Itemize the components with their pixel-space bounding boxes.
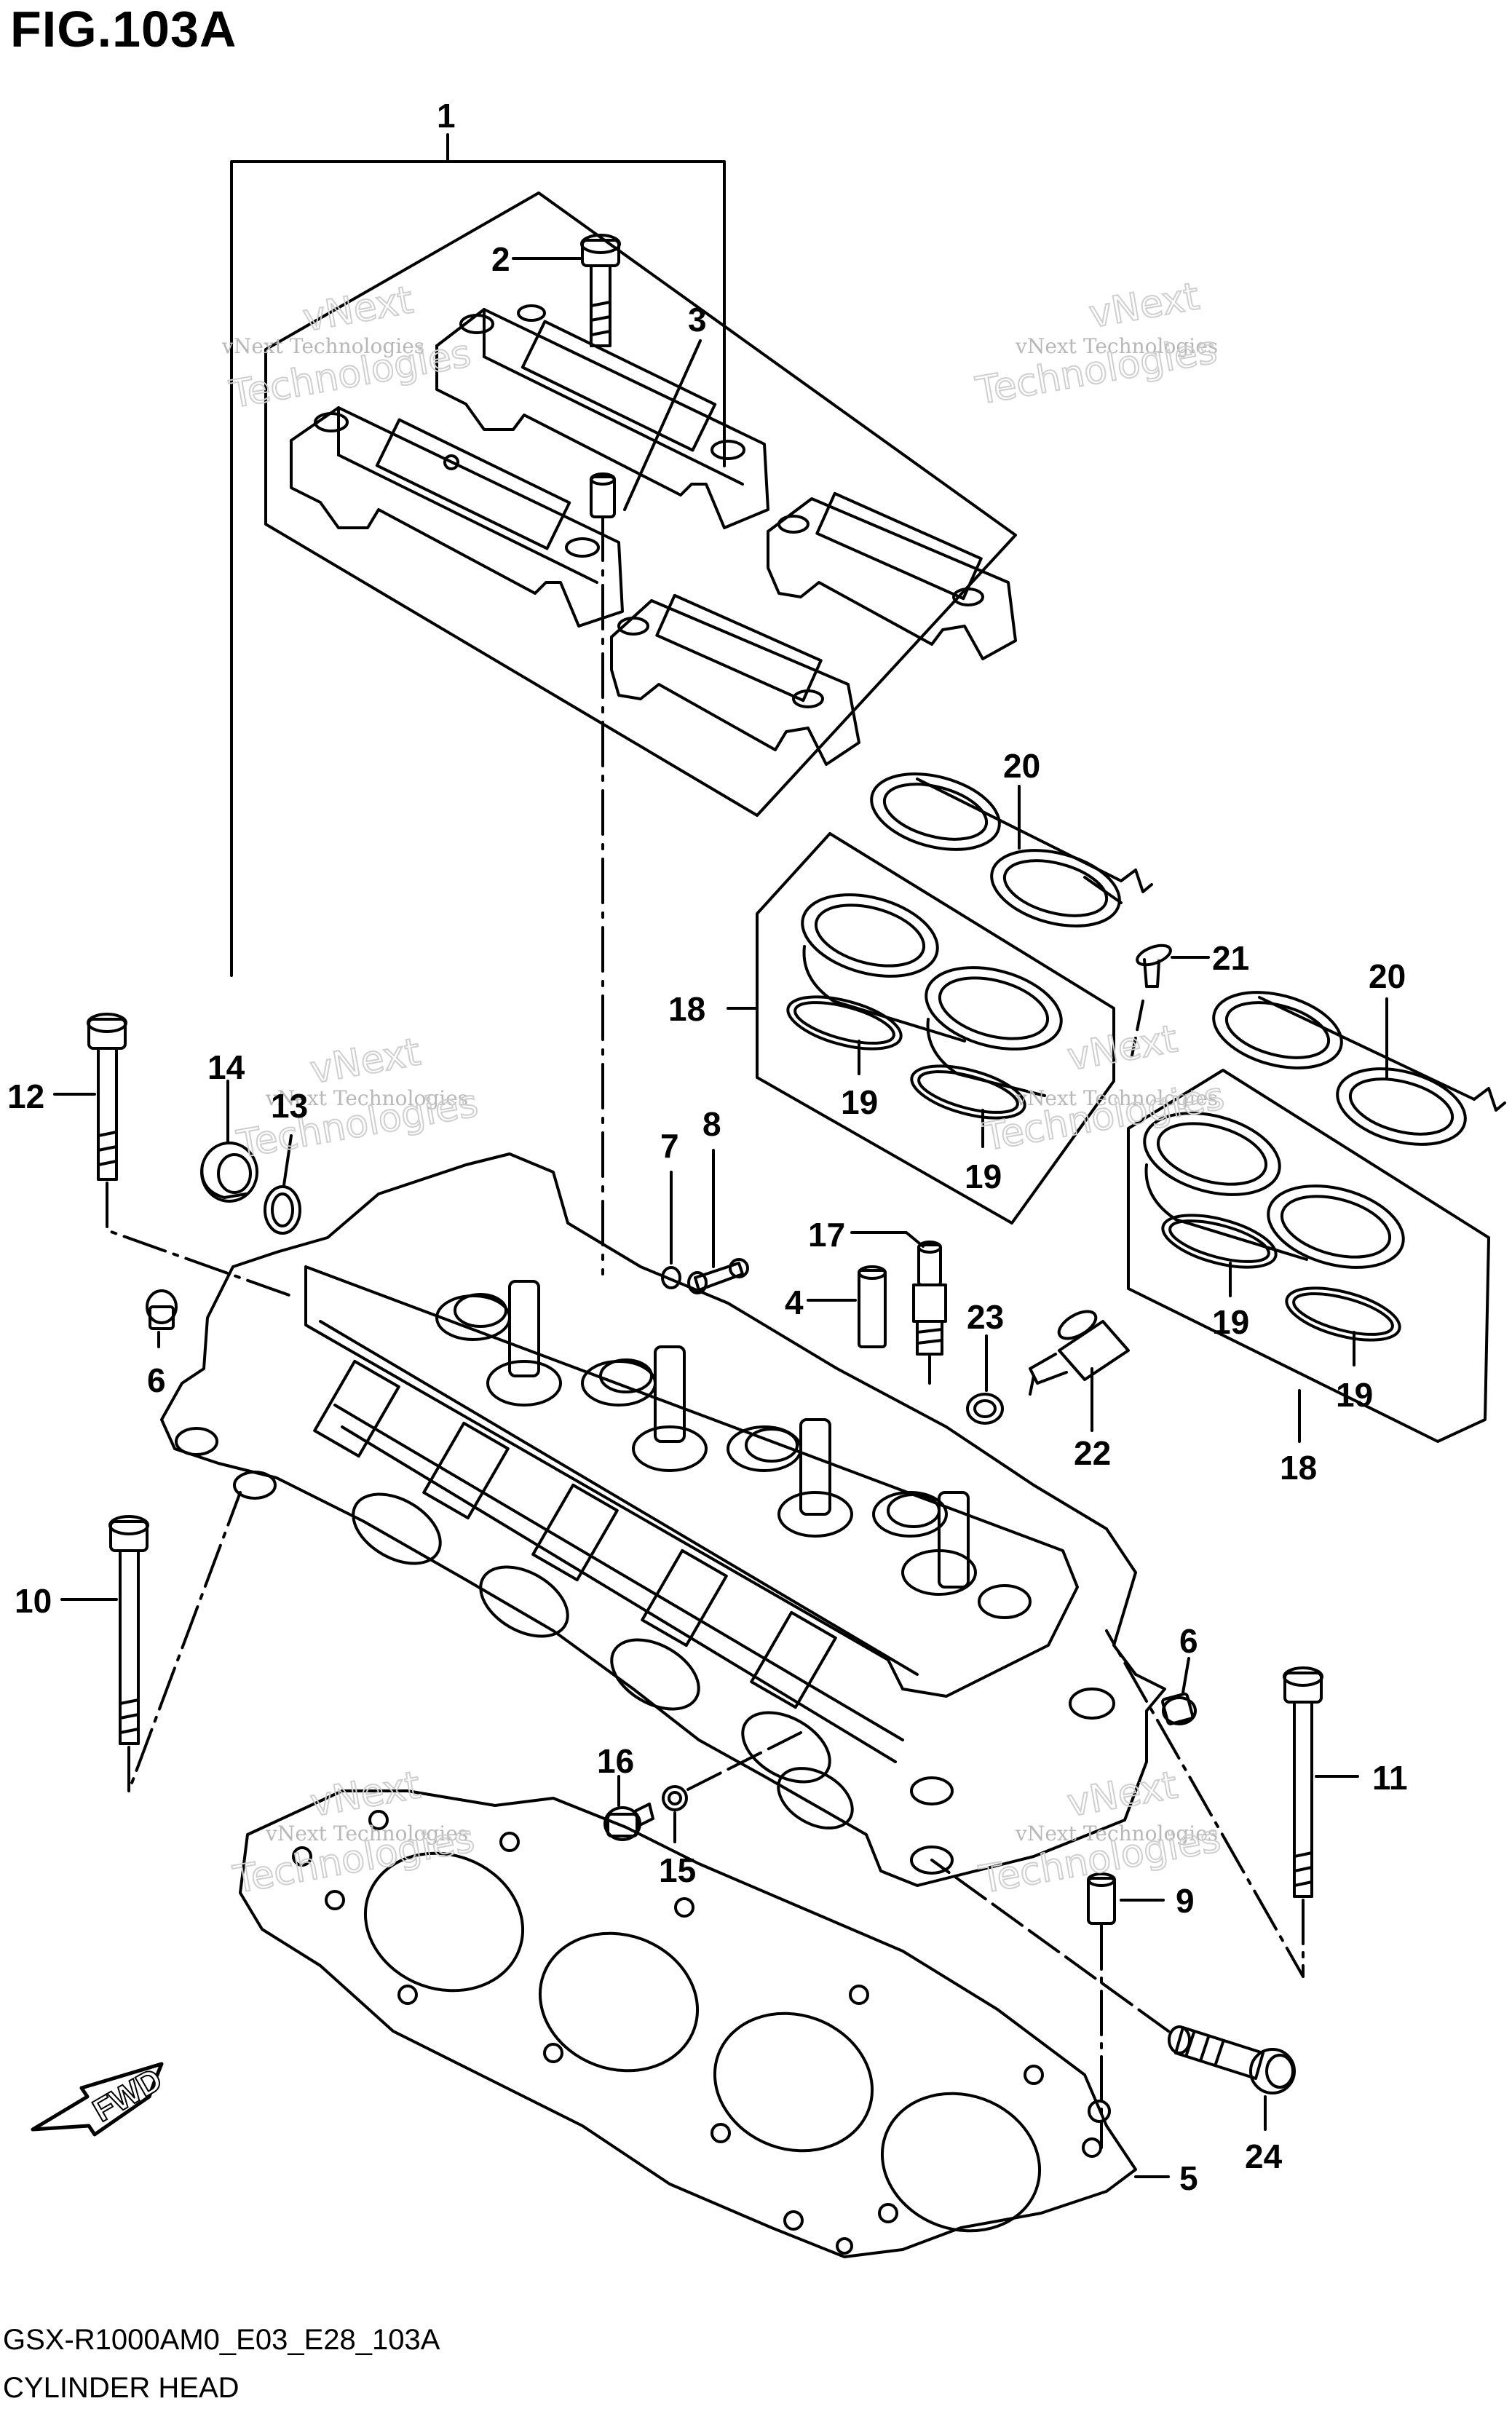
callout-12: 12 xyxy=(7,1077,44,1115)
callout-5: 5 xyxy=(1179,2159,1198,2197)
bolt-part-16 xyxy=(603,1775,654,1841)
callout-20: 20 xyxy=(1003,747,1040,785)
callout-19: 19 xyxy=(1212,1303,1249,1341)
figure-code: GSX-R1000AM0_E03_E28_103A xyxy=(3,2324,440,2356)
callout-19: 19 xyxy=(1336,1376,1373,1414)
callout-15: 15 xyxy=(659,1851,696,1889)
callout-14: 14 xyxy=(207,1048,245,1086)
oring-part-7 xyxy=(661,1171,681,1289)
callout-4: 4 xyxy=(785,1283,804,1321)
watermark-text: vNext Technologies xyxy=(221,334,424,358)
callout-13: 13 xyxy=(271,1087,308,1125)
valve-guide-part-4 xyxy=(807,1265,887,1348)
callout-18: 18 xyxy=(1280,1449,1317,1487)
watermark-text: vNext xyxy=(307,1030,424,1092)
watermark-text: vNext Technologies xyxy=(1015,1821,1218,1846)
gasket-part-13 xyxy=(264,1134,301,1235)
callout-22: 22 xyxy=(1074,1434,1111,1472)
washer-part-15 xyxy=(662,1731,802,1843)
bolt-part-2 xyxy=(580,234,621,347)
callout-6: 6 xyxy=(1179,1622,1198,1660)
intake-pipe-group-lower xyxy=(1127,991,1506,1443)
callout-21: 21 xyxy=(1212,939,1249,977)
plug-part-6-upper xyxy=(146,1289,178,1348)
spark-plug-part-17 xyxy=(850,1231,947,1385)
washer-part-23 xyxy=(966,1334,1004,1425)
callout-10: 10 xyxy=(15,1582,52,1620)
callout-9: 9 xyxy=(1176,1882,1195,1920)
watermark-text: vNext xyxy=(1064,1017,1181,1079)
callout-6: 6 xyxy=(147,1361,166,1399)
watermark-text: vNext Technologies xyxy=(1015,1086,1218,1110)
fitting-part-8 xyxy=(687,1149,749,1294)
bolt-part-11 xyxy=(1105,1629,1359,1978)
callout-2: 2 xyxy=(491,240,510,278)
cylinder-head xyxy=(160,1152,1166,1887)
bolt-part-10 xyxy=(60,1491,242,1792)
callout-8: 8 xyxy=(702,1105,721,1143)
dowel-part-3 xyxy=(590,472,616,518)
watermark-text: vNext xyxy=(1064,1763,1181,1825)
callout-19: 19 xyxy=(965,1158,1002,1195)
intake-pipe-group-upper xyxy=(727,772,1153,1225)
callout-17: 17 xyxy=(808,1216,845,1254)
callout-3: 3 xyxy=(688,301,707,339)
callout-20: 20 xyxy=(1369,957,1406,995)
plug-part-14 xyxy=(200,1080,258,1203)
callout-24: 24 xyxy=(1245,2137,1283,2175)
head-gasket-part-5 xyxy=(239,1789,1170,2258)
forward-direction-icon: FWD xyxy=(31,2061,169,2137)
callout-19: 19 xyxy=(841,1083,878,1121)
bracket-part-1 xyxy=(230,133,726,977)
watermark-text: vNext Technologies xyxy=(1015,334,1218,358)
figure-name: CYLINDER HEAD xyxy=(3,2372,240,2404)
callout-16: 16 xyxy=(597,1742,634,1780)
fwd-label: FWD xyxy=(87,2062,168,2129)
callout-1: 1 xyxy=(437,97,456,135)
sensor-part-22 xyxy=(1029,1310,1130,1432)
figure-title: FIG.103A xyxy=(10,1,237,58)
screw-part-21 xyxy=(1131,944,1210,1057)
camshaft-holder-group xyxy=(264,191,1017,1275)
plug-part-6-lower xyxy=(1161,1657,1197,1725)
watermark: vNext Technologies vNext Technologies vN… xyxy=(221,274,1228,1903)
watermark-text: vNext Technologies xyxy=(265,1821,468,1846)
watermark-text: vNext xyxy=(1086,274,1203,336)
callout-18: 18 xyxy=(668,990,705,1028)
callout-7: 7 xyxy=(660,1127,679,1165)
watermark-text: vNext Technologies xyxy=(265,1086,468,1110)
callout-11: 11 xyxy=(1372,1759,1408,1797)
bolt-part-12 xyxy=(53,1013,293,1297)
watermark-text: vNext xyxy=(307,1763,424,1825)
callout-23: 23 xyxy=(967,1298,1004,1336)
watermark-text: vNext xyxy=(300,278,416,340)
callout-labels: 1 2 3 20 21 20 18 19 19 19 19 18 12 14 1… xyxy=(7,97,1408,2197)
bolt-part-24 xyxy=(930,1859,1296,2131)
